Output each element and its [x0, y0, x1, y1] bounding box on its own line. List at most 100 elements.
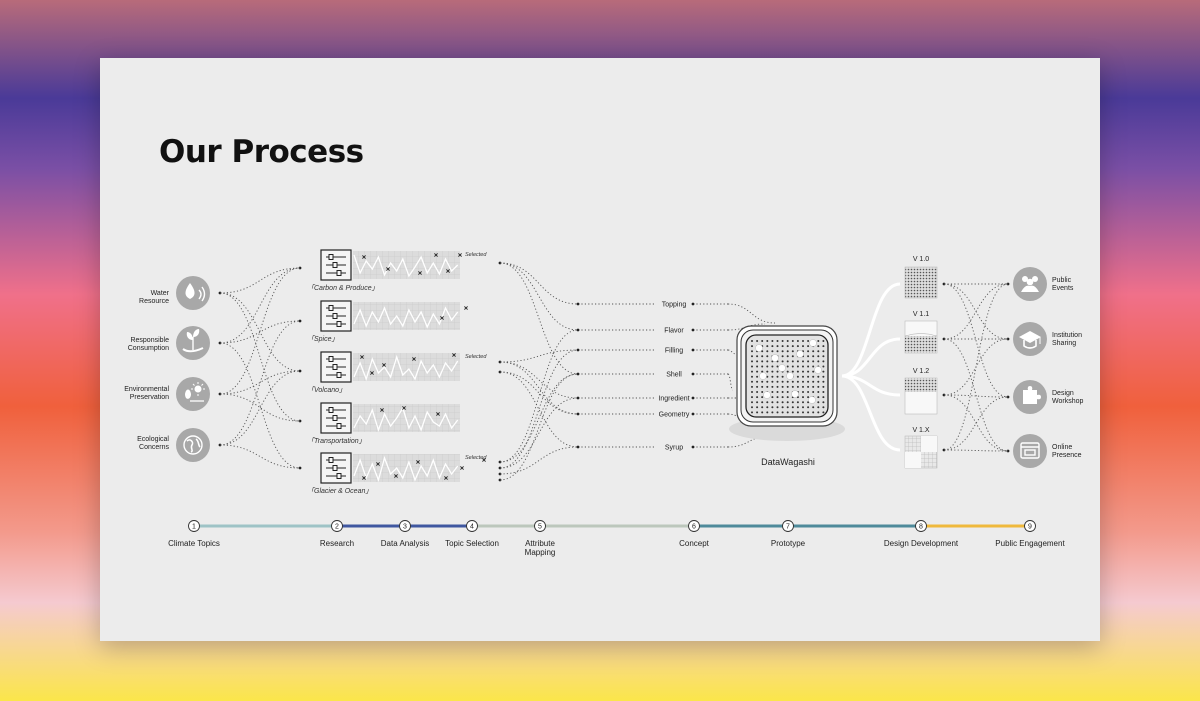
engagement-3: Design Workshop	[1013, 380, 1083, 414]
selected-tag: Selected	[465, 252, 487, 258]
step-label: Public Engagement	[995, 539, 1065, 548]
attribute-geometry: Geometry	[576, 412, 728, 419]
water-drop-icon	[185, 283, 206, 302]
dataset-3: 「Volcano」 Selected	[307, 351, 487, 394]
engagement-label: Public	[1052, 277, 1072, 284]
dataset-1: 「Carbon & Produce」Selected	[307, 249, 487, 292]
step-number: 1	[192, 524, 196, 531]
attribute-label: Ingredient	[658, 396, 689, 403]
concern-label: Preservation	[130, 394, 169, 401]
engagement-label: Presence	[1052, 452, 1082, 459]
selected-tag: Selected	[465, 455, 487, 461]
version-label: V 1.1	[913, 311, 929, 318]
sliders-icon	[326, 407, 346, 429]
attribute-label: Shell	[666, 372, 682, 379]
dataset-5: 「Glacier & Ocean」 Selected	[307, 452, 487, 495]
step-label: Mapping	[525, 548, 556, 557]
concern-2: Responsible Consumption	[128, 326, 210, 360]
engagement-label: Online	[1052, 444, 1072, 451]
dataset-4: 「Transportation」	[307, 402, 460, 445]
attribute-label: Topping	[662, 302, 687, 309]
engagement-label: Sharing	[1052, 340, 1076, 347]
version-label: V 1.0	[913, 256, 929, 263]
attribute-label: Filling	[665, 348, 683, 355]
connection-lines	[218, 261, 1010, 482]
attribute-topping: Topping	[576, 302, 728, 309]
product-label: DataWagashi	[761, 457, 815, 467]
concern-label: Concerns	[139, 444, 169, 451]
attribute-filling: Filling	[576, 348, 728, 355]
graduation-cap-icon	[1019, 331, 1041, 349]
attribute-ingredient: Ingredient	[576, 396, 728, 403]
attribute-label: Syrup	[665, 445, 683, 452]
sliders-icon	[326, 305, 346, 327]
engagement-2: Institution Sharing	[1013, 322, 1082, 356]
engagement-1: Public Events	[1013, 267, 1074, 301]
selected-tag: Selected	[465, 354, 487, 360]
people-icon	[1021, 276, 1039, 292]
sliders-icon	[326, 356, 346, 378]
step-number: 5	[538, 524, 542, 531]
attribute-flavor: Flavor	[576, 328, 728, 335]
step-label: Attribute	[525, 539, 555, 548]
version-label: V 1.2	[913, 368, 929, 375]
attribute-label: Geometry	[659, 412, 690, 419]
dataset-label: 「Volcano」	[307, 386, 346, 394]
step-label: Prototype	[771, 539, 806, 548]
step-number: 3	[403, 524, 407, 531]
dataset-label: 「Transportation」	[307, 437, 366, 445]
step-label: Data Analysis	[381, 539, 429, 548]
concern-label: Environmental	[124, 386, 169, 393]
concern-label: Consumption	[128, 345, 169, 352]
version-3: V 1.2	[904, 368, 938, 415]
version-4: V 1.X	[904, 427, 938, 469]
dataset-label: 「Glacier & Ocean」	[307, 487, 372, 495]
concern-label: Water	[151, 290, 170, 297]
concern-label: Ecological	[137, 436, 169, 443]
version-flows	[841, 282, 901, 452]
step-number: 7	[786, 524, 790, 531]
step-label: Topic Selection	[445, 539, 499, 548]
step-label: Concept	[679, 539, 710, 548]
page-title: Our Process	[159, 134, 364, 170]
step-label: Research	[320, 539, 354, 548]
concern-1: Water Resource	[139, 276, 210, 310]
step-number: 8	[919, 524, 923, 531]
version-2: V 1.1	[904, 311, 938, 354]
browser-window-icon	[1020, 442, 1040, 459]
engagement-label: Events	[1052, 285, 1074, 292]
hand-plant-icon	[182, 329, 204, 353]
concern-label: Responsible	[130, 337, 169, 344]
datawagashi-product: DataWagashi	[729, 325, 845, 467]
concern-label: Resource	[139, 298, 169, 305]
globe-icon	[183, 435, 203, 455]
dataset-label: 「Spice」	[307, 335, 339, 343]
step-number: 6	[692, 524, 696, 531]
engagement-label: Design	[1052, 390, 1074, 397]
process-diagram: Water Resource Responsible Consumption E…	[124, 249, 1083, 557]
engagement-4: Online Presence	[1013, 434, 1082, 468]
engagement-label: Workshop	[1052, 398, 1083, 405]
process-slide: Our Process Water Resource	[100, 58, 1100, 641]
step-number: 9	[1028, 524, 1032, 531]
step-label: Climate Topics	[168, 539, 220, 548]
version-1: V 1.0	[904, 256, 938, 299]
step-number: 4	[470, 524, 474, 531]
attribute-label: Flavor	[664, 328, 684, 335]
attribute-shell: Shell	[576, 372, 728, 379]
attribute-syrup: Syrup	[576, 445, 728, 452]
sliders-icon	[326, 457, 346, 479]
version-label: V 1.X	[912, 427, 929, 434]
dataset-2: 「Spice」	[307, 300, 468, 343]
engagement-label: Institution	[1052, 332, 1082, 339]
sun-wind-icon	[185, 382, 205, 402]
